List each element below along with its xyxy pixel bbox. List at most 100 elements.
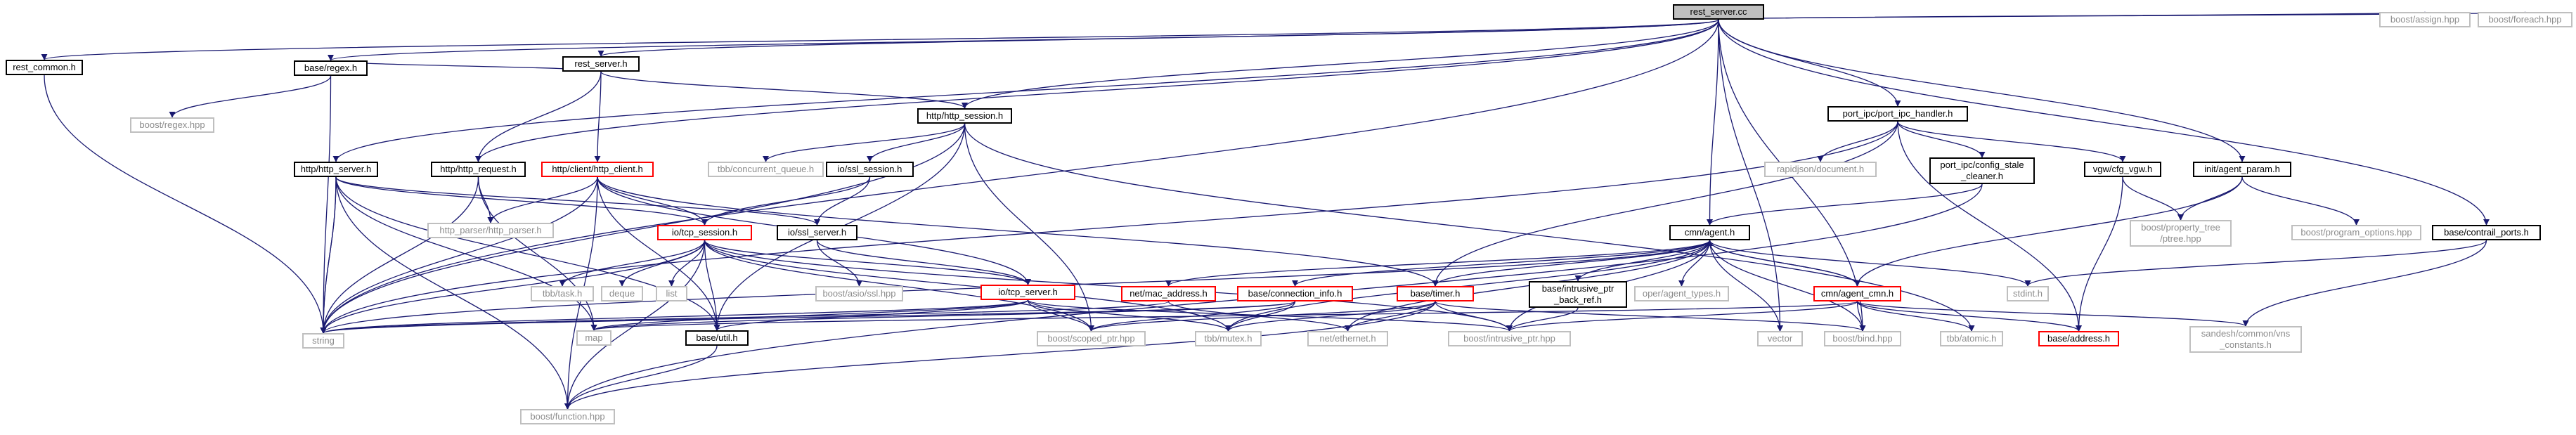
node-boost-scoped[interactable]: boost/scoped_ptr.hpp xyxy=(1037,331,1146,346)
node-config-stale[interactable]: port_ipc/config_stale _cleaner.h xyxy=(1929,157,2035,184)
edge-cmn-agent-to-stdint xyxy=(1709,240,2031,287)
edge-base-timer-to-boost-scoped xyxy=(1088,301,1436,332)
node-base-conn-info[interactable]: base/connection_info.h xyxy=(1237,286,1353,301)
node-tbb-atomic[interactable]: tbb/atomic.h xyxy=(1940,331,2003,346)
edge-io-tcp-server-to-tbb-mutex xyxy=(1027,299,1231,332)
node-base-address[interactable]: base/address.h xyxy=(2038,331,2119,346)
edge-base-timer-to-net-ethernet xyxy=(1345,301,1436,332)
edge-base-conn-info-to-string xyxy=(321,301,1296,334)
node-sandesh-vns[interactable]: sandesh/common/vns _constants.h xyxy=(2189,326,2302,353)
node-tbb-task[interactable]: tbb/task.h xyxy=(531,286,594,301)
edge-cmn-agent-cmn-to-boost-intrusive xyxy=(1506,301,1858,332)
edge-rest-server-cc-to-vector xyxy=(1718,19,1784,332)
edge-cmn-agent-to-boost-bind xyxy=(1709,240,1866,332)
edge-rest-server-cc-to-string xyxy=(320,19,1719,334)
node-oper-agent-types[interactable]: oper/agent_types.h xyxy=(1634,286,1729,301)
edge-rest-server-cc-to-http-request xyxy=(475,19,1719,162)
node-boost-foreach[interactable]: boost/foreach.hpp xyxy=(2478,12,2572,27)
edge-config-stale-to-cmn-agent xyxy=(1707,183,1983,226)
node-rest-server-cc[interactable]: rest_server.cc xyxy=(1673,4,1764,20)
edge-io-tcp-session-to-list xyxy=(668,240,706,287)
edge-port-ipc-handler-to-string xyxy=(320,121,1898,334)
edge-http-session-to-tbb-cq xyxy=(763,123,966,162)
node-contrail-ports[interactable]: base/contrail_ports.h xyxy=(2432,225,2541,240)
edge-io-ssl-session-to-io-ssl-server xyxy=(813,176,871,226)
node-boost-assign[interactable]: boost/assign.hpp xyxy=(2379,12,2471,27)
edge-port-ipc-handler-to-base-timer xyxy=(1432,121,1898,287)
node-vector[interactable]: vector xyxy=(1757,331,1803,346)
node-stdint[interactable]: stdint.h xyxy=(2007,286,2049,301)
node-init-agent-param[interactable]: init/agent_param.h xyxy=(2193,162,2291,177)
edge-http-request-to-http-parser xyxy=(477,176,494,223)
node-base-regex[interactable]: base/regex.h xyxy=(294,60,368,76)
edge-rest-server-cc-to-http-session xyxy=(962,19,1719,109)
node-port-ipc-handler[interactable]: port_ipc/port_ipc_handler.h xyxy=(1827,106,1968,122)
edge-io-tcp-session-to-boost-intrusive xyxy=(704,240,1513,332)
edge-rest-server-cc-to-boost-foreach xyxy=(1718,11,2528,20)
node-boost-function[interactable]: boost/function.hpp xyxy=(520,409,615,424)
edge-http-session-to-tbb-atomic xyxy=(964,123,1975,332)
edge-http-server-to-io-tcp-session xyxy=(335,176,708,226)
node-http-session[interactable]: http/http_session.h xyxy=(917,108,1012,124)
edge-rest-server-cc-to-port-ipc-handler xyxy=(1718,19,1901,107)
edge-io-tcp-session-to-boost-function xyxy=(564,240,706,410)
node-http-client[interactable]: http/client/http_client.h xyxy=(541,162,654,177)
node-tbb-cq[interactable]: tbb/concurrent_queue.h xyxy=(708,162,824,177)
edge-rest-server-h-to-base-regex xyxy=(328,60,602,72)
edge-rest-server-cc-to-base-regex xyxy=(328,19,1719,61)
node-list[interactable]: list xyxy=(656,286,687,301)
edge-cmn-agent-cmn-to-sandesh-vns xyxy=(1856,301,2249,327)
node-io-ssl-session[interactable]: io/ssl_session.h xyxy=(826,162,914,177)
node-io-tcp-session[interactable]: io/tcp_session.h xyxy=(657,225,752,240)
node-base-util[interactable]: base/util.h xyxy=(685,330,749,346)
node-net-ethernet[interactable]: net/ethernet.h xyxy=(1307,331,1388,346)
edge-io-tcp-session-to-string xyxy=(320,240,706,334)
node-tbb-mutex[interactable]: tbb/mutex.h xyxy=(1195,331,1262,346)
node-boost-asio-ssl[interactable]: boost/asio/ssl.hpp xyxy=(815,286,903,301)
edge-init-agent-param-to-boost-ptree xyxy=(2177,176,2243,221)
edge-http-client-to-base-util xyxy=(597,176,720,331)
node-boost-ptree[interactable]: boost/property_tree /ptree.hpp xyxy=(2130,220,2232,247)
edge-http-server-to-string xyxy=(320,176,337,334)
edge-http-client-to-string xyxy=(320,176,598,334)
node-vgw-cfg[interactable]: vgw/cfg_vgw.h xyxy=(2084,162,2161,177)
node-rapidjson[interactable]: rapidjson/document.h xyxy=(1764,162,1877,177)
edge-rest-server-h-to-http-client xyxy=(594,71,602,162)
node-net-mac[interactable]: net/mac_address.h xyxy=(1121,286,1216,301)
edge-http-client-to-base-timer xyxy=(597,176,1439,287)
edge-cmn-agent-to-base-intrusive xyxy=(1574,240,1711,282)
edge-base-util-to-boost-function xyxy=(564,345,718,410)
node-boost-intrusive[interactable]: boost/intrusive_ptr.hpp xyxy=(1448,331,1571,346)
node-boost-po[interactable]: boost/program_options.hpp xyxy=(2291,225,2421,240)
node-cmn-agent[interactable]: cmn/agent.h xyxy=(1669,225,1750,240)
edge-cmn-agent-cmn-to-boost-bind xyxy=(1856,301,1866,332)
node-io-ssl-server[interactable]: io/ssl_server.h xyxy=(777,225,857,240)
node-boost-regex[interactable]: boost/regex.hpp xyxy=(130,117,214,133)
edge-http-request-to-map xyxy=(477,176,597,331)
node-rest-common[interactable]: rest_common.h xyxy=(6,60,83,75)
node-base-timer[interactable]: base/timer.h xyxy=(1397,286,1474,301)
node-deque[interactable]: deque xyxy=(601,286,643,301)
node-rest-server-h[interactable]: rest_server.h xyxy=(562,56,640,72)
edge-port-ipc-handler-to-vgw-cfg xyxy=(1897,121,2126,162)
node-http-server[interactable]: http/http_server.h xyxy=(294,162,378,177)
edge-io-ssl-server-to-boost-asio-ssl xyxy=(816,240,863,287)
node-boost-bind[interactable]: boost/bind.hpp xyxy=(1824,331,1901,346)
node-map[interactable]: map xyxy=(576,330,611,346)
edge-cmn-agent-cmn-to-base-address xyxy=(1856,301,2082,332)
edge-init-agent-param-to-cmn-agent-cmn xyxy=(1854,176,2243,287)
edge-cmn-agent-to-vector xyxy=(1709,240,1784,332)
edge-base-timer-to-boost-intrusive xyxy=(1435,301,1513,332)
node-http-parser[interactable]: http_parser/http_parser.h xyxy=(427,223,554,238)
edge-rest-server-h-to-http-session xyxy=(600,71,968,109)
edge-io-tcp-session-to-boost-scoped xyxy=(704,240,1094,332)
edge-rest-server-cc-to-contrail-ports xyxy=(1718,19,2490,226)
edge-base-timer-to-tbb-mutex xyxy=(1225,301,1436,332)
edge-vgw-cfg-to-base-address xyxy=(2075,176,2123,332)
node-http-request[interactable]: http/http_request.h xyxy=(431,162,526,177)
edge-http-server-to-boost-function xyxy=(335,176,571,410)
node-base-intrusive[interactable]: base/intrusive_ptr _back_ref.h xyxy=(1529,281,1627,308)
node-cmn-agent-cmn[interactable]: cmn/agent_cmn.h xyxy=(1813,286,1901,301)
node-string[interactable]: string xyxy=(302,333,344,349)
node-io-tcp-server[interactable]: io/tcp_server.h xyxy=(980,285,1075,300)
